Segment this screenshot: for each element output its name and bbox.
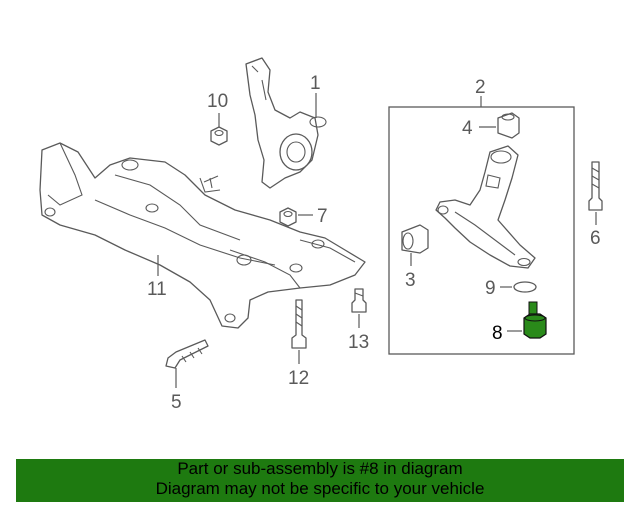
callout-4: 4 (462, 118, 473, 139)
banner-line-2: Diagram may not be specific to your vehi… (155, 479, 485, 498)
bushing-4[interactable] (497, 112, 520, 139)
bolt-13[interactable] (351, 288, 367, 313)
callout-3: 3 (405, 270, 416, 291)
callout-13: 13 (348, 332, 369, 353)
snap-ring-9[interactable] (513, 281, 537, 293)
bolt-5[interactable] (165, 339, 209, 369)
nut-10[interactable] (210, 126, 228, 146)
callout-5: 5 (171, 392, 182, 413)
callout-10: 10 (207, 91, 228, 112)
subframe-crossmember[interactable] (39, 142, 366, 329)
bolt-12[interactable] (291, 299, 307, 349)
callout-7: 7 (317, 206, 328, 227)
nut-7[interactable] (279, 207, 297, 227)
callout-12: 12 (288, 368, 309, 389)
parts-diagram: 1 2 3 4 5 6 7 8 9 10 11 12 13 (39, 57, 603, 413)
lower-control-arm[interactable] (435, 145, 536, 269)
bushing-3[interactable] (401, 224, 429, 254)
callout-8: 8 (492, 323, 503, 344)
callout-9: 9 (485, 278, 496, 299)
ball-joint-8[interactable] (523, 301, 547, 339)
callout-2: 2 (475, 77, 486, 98)
callout-1: 1 (310, 73, 321, 94)
info-banner: Part or sub-assembly is #8 in diagram Di… (16, 459, 624, 502)
banner-line-1: Part or sub-assembly is #8 in diagram (177, 459, 463, 478)
steering-knuckle[interactable] (245, 57, 327, 189)
bolt-6[interactable] (588, 161, 603, 211)
callout-11: 11 (147, 279, 167, 300)
callout-6: 6 (590, 228, 601, 249)
